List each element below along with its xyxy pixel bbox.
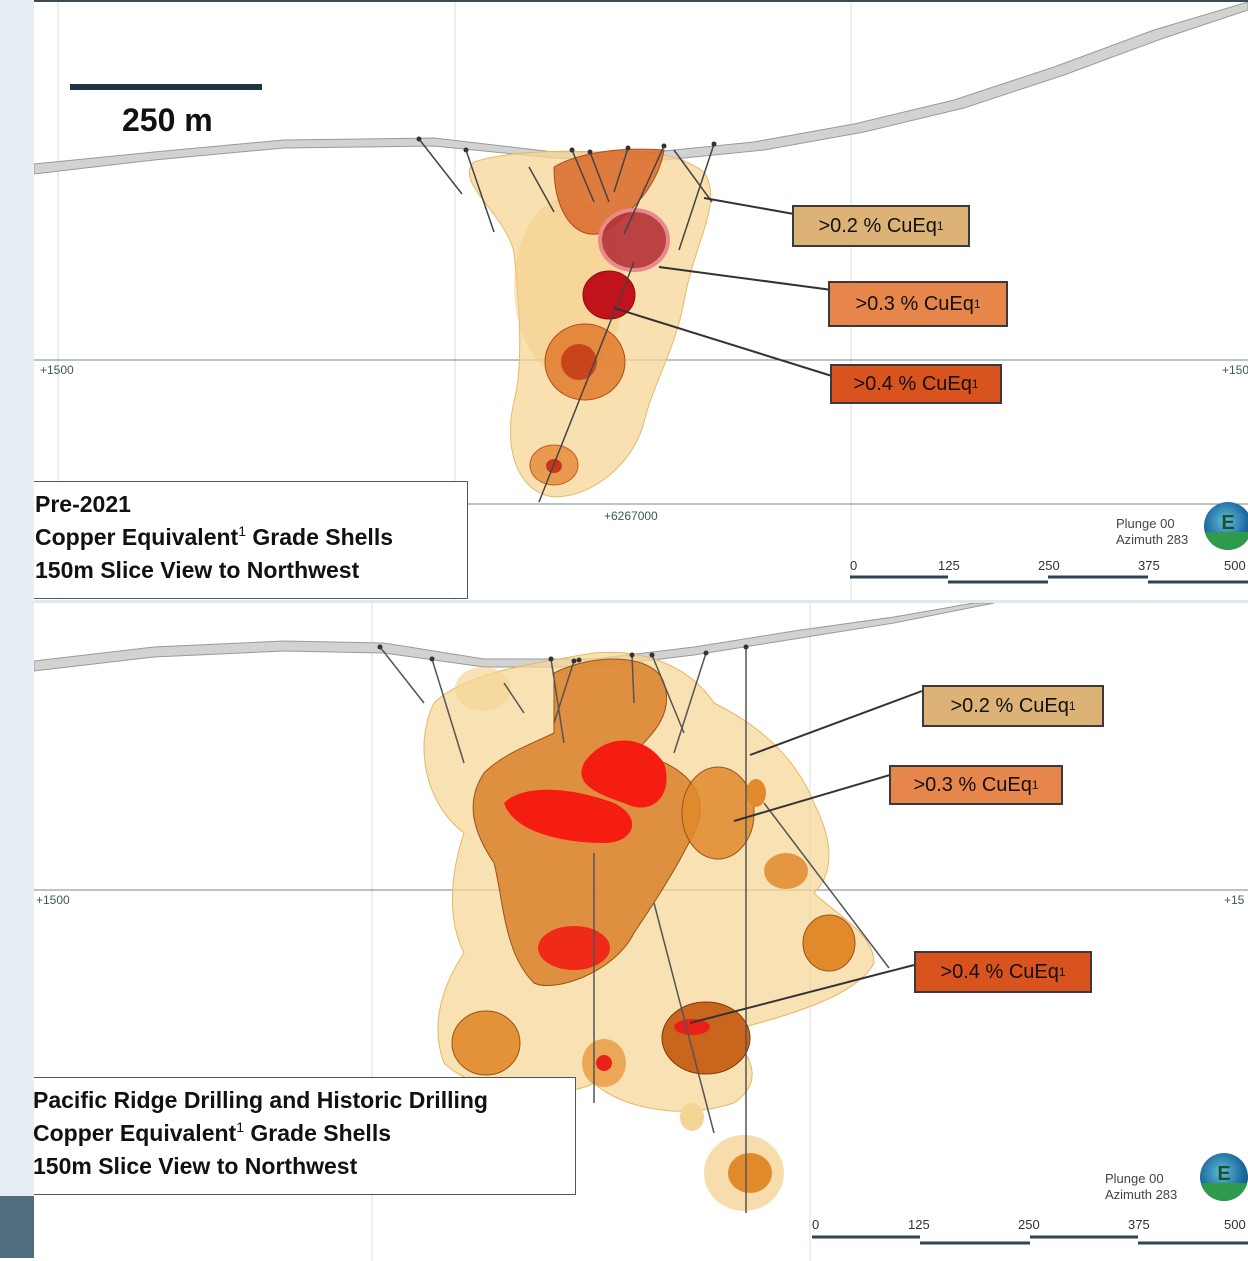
caption-view: 150m Slice View to Northwest bbox=[34, 1153, 358, 1179]
grade-shell-0.4 bbox=[538, 926, 610, 970]
grade-shell-0.4 bbox=[581, 740, 667, 808]
elevation-label-left: +1500 bbox=[36, 893, 70, 907]
caption-subtitle: Copper Equivalent1 Grade Shells bbox=[34, 1119, 392, 1146]
caption-view: 150m Slice View to Northwest bbox=[35, 557, 360, 583]
elevation-label-right: +150 bbox=[1222, 363, 1248, 377]
top-section-graphic bbox=[34, 2, 1248, 600]
northing-label: +6267000 bbox=[604, 509, 658, 523]
left-margin-bar bbox=[0, 0, 38, 1258]
grade-label-text: >0.3 % CuEq bbox=[855, 292, 974, 315]
elevation-label-right: +15 bbox=[1224, 893, 1245, 907]
azimuth-label: Azimuth 283 bbox=[1116, 532, 1189, 547]
grade-label-text: >0.4 % CuEq bbox=[940, 960, 1059, 983]
grade-shell-0.4 bbox=[504, 789, 633, 843]
scale-tick-label: 0 bbox=[850, 558, 858, 573]
grade-shell-0.3 bbox=[681, 766, 755, 860]
scale-tick-label: 500 bbox=[1224, 558, 1246, 573]
view-orientation: Plunge 00 Azimuth 283 bbox=[1105, 1171, 1177, 1203]
scale-tick-label: 500 bbox=[1224, 1217, 1246, 1232]
plunge-label: Plunge 00 bbox=[1105, 1171, 1164, 1186]
scale-tick-label: 375 bbox=[1138, 558, 1160, 573]
scale-tick-label: 250 bbox=[1018, 1217, 1040, 1232]
caption-box: Pacific Ridge Drilling and Historic Dril… bbox=[34, 1077, 576, 1195]
compass-icon: E bbox=[1200, 1153, 1248, 1201]
grade-label-text: >0.3 % CuEq bbox=[913, 773, 1032, 796]
grade-shell-0.3 bbox=[451, 1010, 521, 1076]
collar-points bbox=[416, 136, 717, 155]
grade-shell-0.4 bbox=[598, 208, 670, 272]
drill-holes bbox=[379, 646, 890, 1213]
leader-line-0.3 bbox=[658, 266, 833, 291]
scale-tick-label: 125 bbox=[908, 1217, 930, 1232]
caption-title: Pre-2021 bbox=[35, 491, 131, 517]
plunge-label: Plunge 00 bbox=[1116, 516, 1175, 531]
grade-shell-0.3 bbox=[746, 779, 766, 807]
grade-shell-0.4 bbox=[561, 344, 597, 380]
grade-label-text: >0.2 % CuEq bbox=[950, 694, 1069, 717]
drill-holes bbox=[418, 138, 715, 503]
compass-icon: E bbox=[1204, 502, 1248, 550]
grade-shell-0.3 bbox=[802, 914, 856, 972]
leader-line-0.2 bbox=[703, 197, 795, 215]
grade-shell-0.3 bbox=[553, 148, 665, 235]
grade-shell-0.4 bbox=[582, 270, 636, 320]
grade-shell-0.4 bbox=[674, 1019, 710, 1035]
grade-shell-0.2 bbox=[680, 1103, 704, 1131]
leader-line-0.4 bbox=[689, 964, 915, 1024]
grade-label-text: >0.4 % CuEq bbox=[853, 372, 972, 395]
section-scale-bar bbox=[850, 575, 1248, 584]
topography-surface bbox=[34, 603, 995, 672]
scale-tick-label: 0 bbox=[812, 1217, 820, 1232]
leader-line-0.3 bbox=[733, 774, 891, 822]
section-scale-bar bbox=[812, 1235, 1248, 1245]
view-orientation: Plunge 00 Azimuth 283 bbox=[1116, 516, 1188, 548]
left-margin-accent bbox=[0, 1196, 34, 1258]
scale-tick-label: 250 bbox=[1038, 558, 1060, 573]
caption-subtitle: Copper Equivalent1 Grade Shells bbox=[35, 523, 394, 550]
bottom-section-graphic bbox=[34, 603, 1248, 1261]
scale-bar-label: 250 m bbox=[122, 102, 213, 138]
grade-shell-0.3 bbox=[764, 853, 808, 889]
elevation-label-left: +1500 bbox=[40, 363, 74, 377]
scale-tick-label: 375 bbox=[1128, 1217, 1150, 1232]
collar-points bbox=[377, 644, 749, 664]
caption-box: Pre-2021 Copper Equivalent1 Grade Shells… bbox=[34, 481, 468, 599]
grade-shell-0.4 bbox=[596, 1055, 612, 1071]
grade-shell-0.2 bbox=[455, 667, 511, 711]
leader-line-0.2 bbox=[749, 690, 923, 756]
grade-label-text: >0.2 % CuEq bbox=[818, 214, 937, 237]
caption-title: Pacific Ridge Drilling and Historic Dril… bbox=[34, 1087, 488, 1113]
leader-line-0.4 bbox=[613, 307, 833, 377]
scale-tick-label: 125 bbox=[938, 558, 960, 573]
grade-shell-0.3 bbox=[728, 1153, 772, 1193]
grade-shell-0.3 bbox=[661, 1001, 751, 1075]
azimuth-label: Azimuth 283 bbox=[1105, 1187, 1178, 1202]
